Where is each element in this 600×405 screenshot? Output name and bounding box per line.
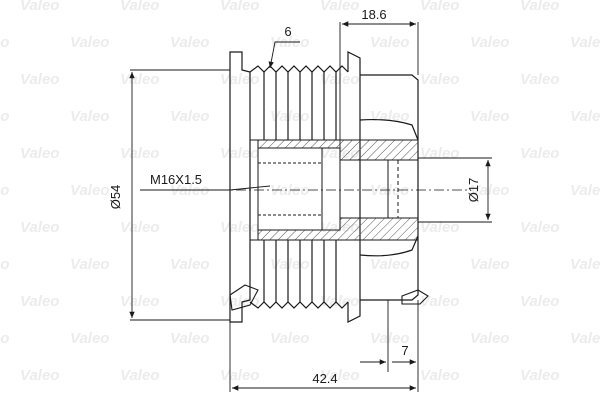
watermark-text: Valeo xyxy=(270,182,309,199)
watermark-text: Valeo xyxy=(220,0,259,14)
watermark-text: Valeo xyxy=(520,293,559,310)
watermark-text: Valeo xyxy=(270,330,309,347)
watermark-text: Valeo xyxy=(370,182,409,199)
watermark-text: Valeo xyxy=(120,145,159,162)
watermark-text: Valeo xyxy=(570,108,600,125)
watermark-text: Valeo xyxy=(170,108,209,125)
watermark-text: Valeo xyxy=(370,34,409,51)
watermark-text: Valeo xyxy=(170,330,209,347)
watermark-text: Valeo xyxy=(470,34,509,51)
watermark-text: Valeo xyxy=(570,330,600,347)
watermark-text: Valeo xyxy=(270,34,309,51)
outer-diameter-label: Ø54 xyxy=(108,185,123,210)
groove-count-label: 6 xyxy=(284,24,291,39)
watermark-text: Valeo xyxy=(170,182,209,199)
watermark-text: Valeo xyxy=(120,367,159,384)
watermark-text: Valeo xyxy=(170,34,209,51)
watermark-text: Valeo xyxy=(20,0,59,14)
watermark-text: Valeo xyxy=(70,34,109,51)
watermark-text: Valeo xyxy=(220,367,259,384)
watermark-text: Valeo xyxy=(70,108,109,125)
watermark-text: Valeo xyxy=(520,145,559,162)
watermark-layer: ValeoValeoValeoValeoValeoValeoValeoValeo… xyxy=(0,0,600,384)
bore-diameter-label: Ø17 xyxy=(466,178,481,203)
watermark-text: Valeo xyxy=(120,219,159,236)
watermark-text: Valeo xyxy=(570,34,600,51)
watermark-text: Valeo xyxy=(20,71,59,88)
hub-length-label: 18.6 xyxy=(361,7,386,22)
watermark-text: Valeo xyxy=(120,0,159,14)
step-label: 7 xyxy=(401,343,408,358)
watermark-text: Valeo xyxy=(0,256,9,273)
watermark-text: Valeo xyxy=(320,0,359,14)
watermark-text: Valeo xyxy=(370,330,409,347)
watermark-text: Valeo xyxy=(320,293,359,310)
dimension-lines xyxy=(129,21,492,392)
keyways xyxy=(229,284,429,311)
watermark-text: Valeo xyxy=(370,108,409,125)
watermark-text: Valeo xyxy=(0,182,9,199)
watermark-text: Valeo xyxy=(420,219,459,236)
watermark-text: Valeo xyxy=(470,108,509,125)
watermark-text: Valeo xyxy=(420,71,459,88)
watermark-text: Valeo xyxy=(0,108,9,125)
watermark-text: Valeo xyxy=(0,34,9,51)
watermark-text: Valeo xyxy=(420,367,459,384)
watermark-text: Valeo xyxy=(120,71,159,88)
pulley-body xyxy=(229,51,419,323)
section-cut xyxy=(250,139,419,241)
watermark-text: Valeo xyxy=(20,293,59,310)
watermark-text: Valeo xyxy=(120,293,159,310)
watermark-text: Valeo xyxy=(470,256,509,273)
watermark-text: Valeo xyxy=(370,256,409,273)
watermark-text: Valeo xyxy=(220,71,259,88)
watermark-text: Valeo xyxy=(570,256,600,273)
watermark-text: Valeo xyxy=(520,219,559,236)
watermark-text: Valeo xyxy=(70,330,109,347)
overall-length-label: 42.4 xyxy=(312,371,337,386)
watermark-text: Valeo xyxy=(420,293,459,310)
watermark-text: Valeo xyxy=(470,330,509,347)
watermark-text: Valeo xyxy=(570,182,600,199)
thread-label: M16X1.5 xyxy=(150,172,202,187)
watermark-text: Valeo xyxy=(20,219,59,236)
watermark-text: Valeo xyxy=(220,219,259,236)
watermark-text: Valeo xyxy=(420,0,459,14)
watermark-text: Valeo xyxy=(220,145,259,162)
watermark-text: Valeo xyxy=(520,71,559,88)
watermark-text: Valeo xyxy=(520,0,559,14)
watermark-text: Valeo xyxy=(20,367,59,384)
watermark-text: Valeo xyxy=(70,256,109,273)
watermark-text: Valeo xyxy=(320,367,359,384)
watermark-text: Valeo xyxy=(170,256,209,273)
watermark-text: Valeo xyxy=(20,145,59,162)
watermark-text: Valeo xyxy=(70,182,109,199)
watermark-text: Valeo xyxy=(420,145,459,162)
watermark-text: Valeo xyxy=(0,330,9,347)
watermark-text: Valeo xyxy=(520,367,559,384)
